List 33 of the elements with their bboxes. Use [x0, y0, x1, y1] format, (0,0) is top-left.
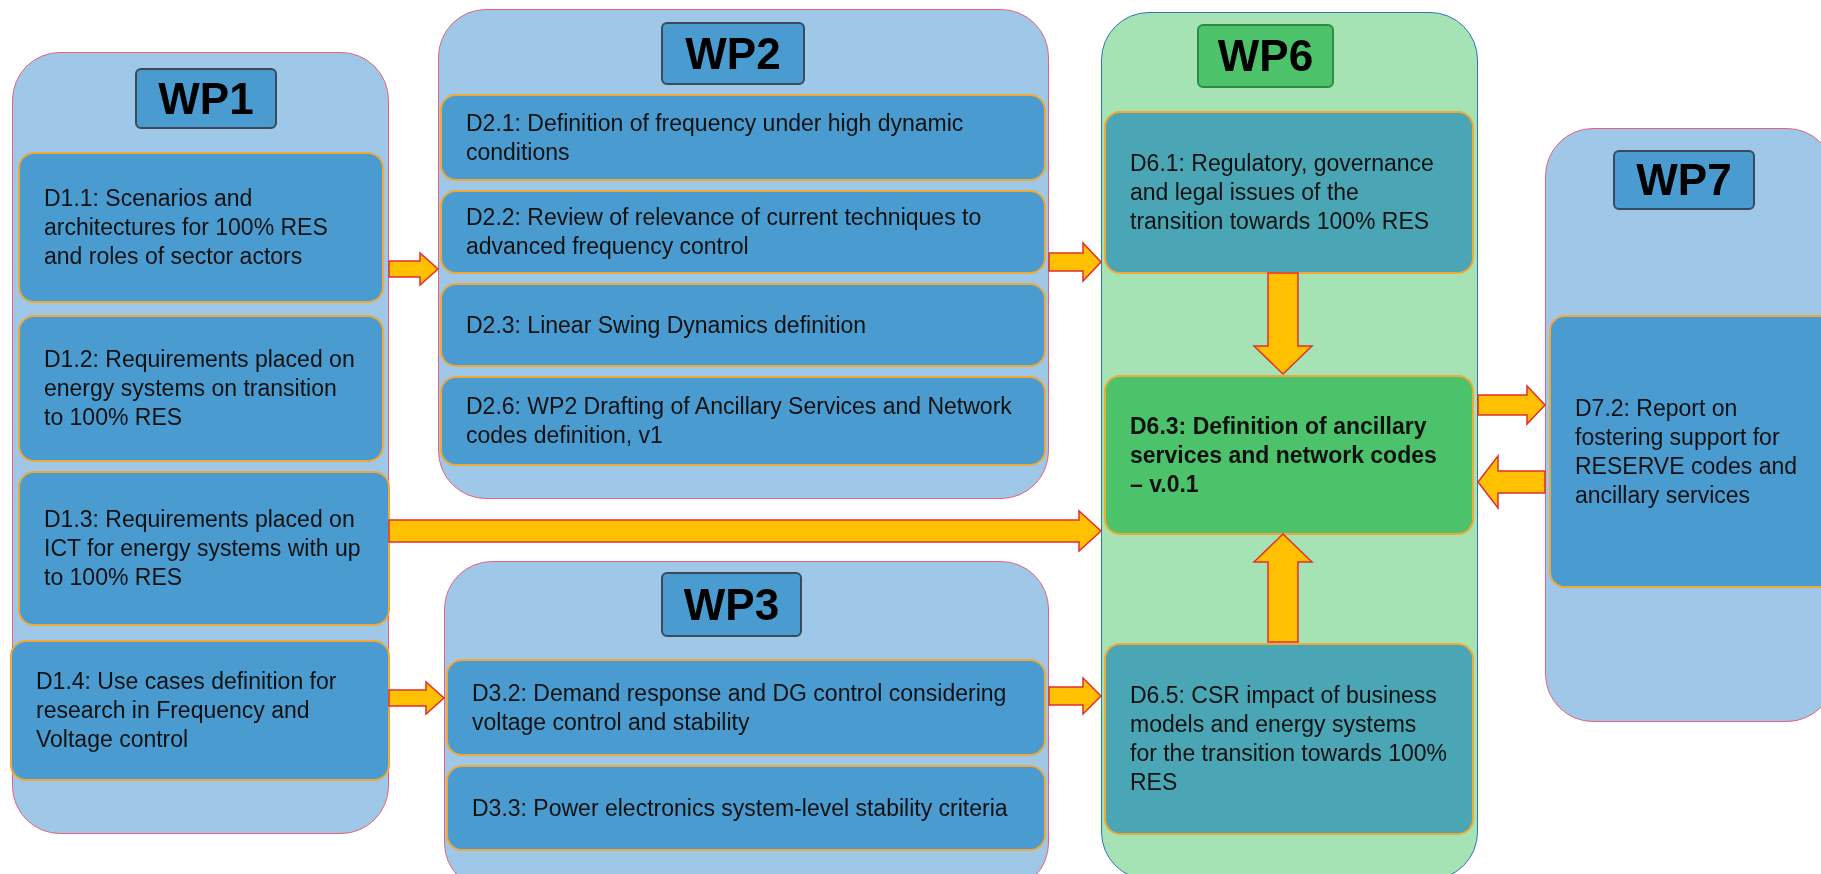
deliverable-box: D3.2: Demand response and DG control considering voltage control and stability: [446, 659, 1046, 756]
deliverable-box: D3.3: Power electronics system-level stability criteria: [446, 765, 1046, 851]
block-arrow: [1477, 453, 1546, 511]
work-package-panel: [444, 561, 1049, 874]
panel-heading: WP2: [661, 22, 805, 85]
block-arrow: [1477, 384, 1547, 426]
block-arrow: [1048, 676, 1103, 716]
deliverable-box: D6.1: Regulatory, governance and legal issues of the transition towards 100% RES: [1104, 111, 1474, 274]
work-package-panel: [1545, 128, 1821, 722]
panel-heading: WP1: [135, 68, 277, 129]
deliverable-box: D6.3: Definition of ancillary services and network codes – v.0.1: [1104, 375, 1474, 535]
panel-heading: WP6: [1197, 24, 1334, 88]
deliverable-box: D1.4: Use cases definition for research in Frequency and Voltage control: [10, 640, 390, 781]
deliverable-box: D2.6: WP2 Drafting of Ancillary Services and Network codes definition, v1: [440, 376, 1046, 466]
work-package-panel: [12, 52, 389, 834]
work-package-panel: [438, 9, 1049, 499]
deliverable-box: D6.5: CSR impact of business models and energy systems for the transition towards 100% RES: [1104, 643, 1474, 835]
block-arrow: [388, 251, 440, 287]
block-arrow: [388, 509, 1103, 553]
block-arrow: [1252, 532, 1314, 643]
block-arrow: [388, 680, 446, 716]
deliverable-box: D2.2: Review of relevance of current techniques to advanced frequency control: [440, 190, 1046, 274]
block-arrow: [1048, 241, 1103, 283]
work-package-panel: [1101, 12, 1478, 874]
deliverable-box: D2.3: Linear Swing Dynamics definition: [440, 283, 1046, 367]
block-arrow: [1252, 272, 1314, 376]
panel-heading: WP7: [1613, 150, 1755, 210]
deliverable-box: D7.2: Report on fostering support for RESERVE codes and ancillary services: [1549, 315, 1821, 588]
deliverable-box: D1.2: Requirements placed on energy systems on transition to 100% RES: [18, 315, 384, 462]
panel-heading: WP3: [661, 572, 802, 637]
deliverable-box: D1.1: Scenarios and architectures for 100% RES and roles of sector actors: [18, 152, 384, 303]
deliverable-box: D1.3: Requirements placed on ICT for energy systems with up to 100% RES: [18, 471, 390, 626]
deliverable-box: D2.1: Definition of frequency under high dynamic conditions: [440, 94, 1046, 181]
